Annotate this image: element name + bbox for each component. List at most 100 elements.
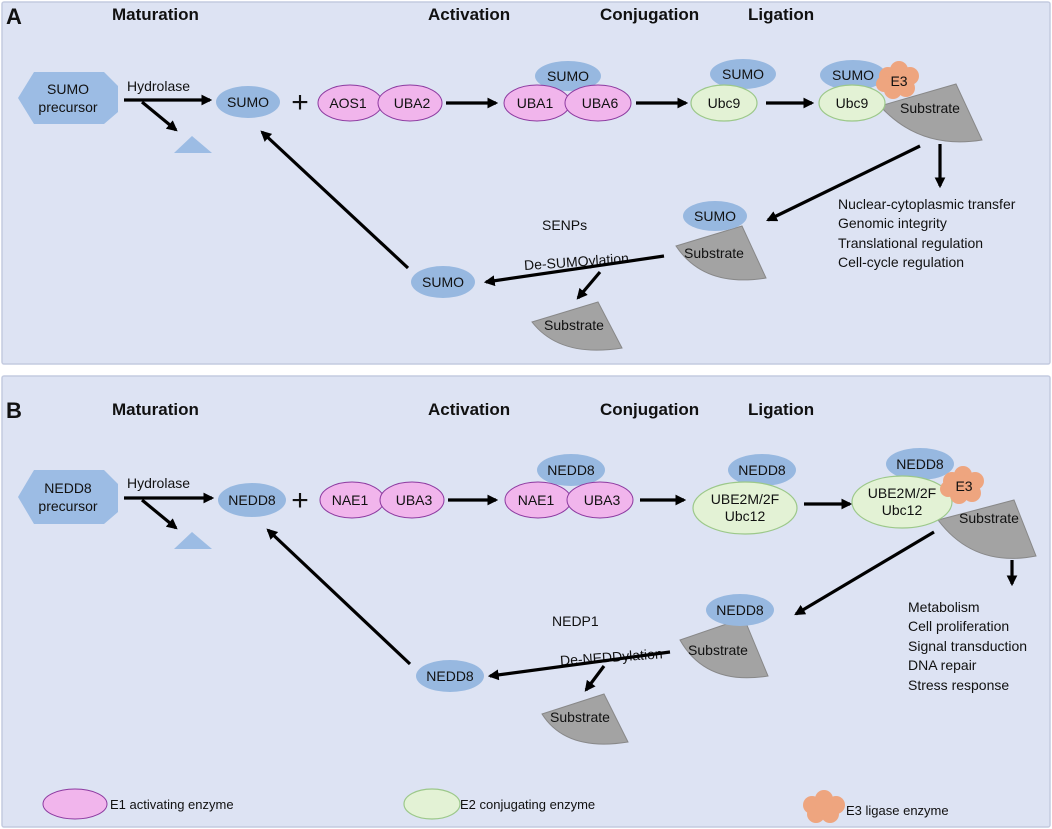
e1-uba3-conj — [566, 481, 634, 519]
arrow-recycle-a — [260, 130, 410, 270]
panel-b-letter: B — [6, 398, 22, 423]
legend: E1 activating enzyme E2 conjugating enzy… — [42, 788, 949, 823]
arrow-desumoylation — [483, 254, 665, 287]
substrate-ligation-b-label: Substrate — [959, 510, 1019, 526]
nedd8-precursor-shape — [18, 470, 118, 524]
arrow-to-modified-substrate-a — [766, 144, 921, 222]
mod-substrate-nedd8-label: NEDD8 — [716, 602, 764, 618]
mod-substrate-sumo — [683, 201, 747, 231]
e1-uba6-label: UBA6 — [582, 95, 619, 111]
legend-e3-label: E3 ligase enzyme — [846, 803, 949, 818]
released-sumo — [411, 266, 475, 298]
nedd8-mature — [218, 483, 286, 517]
e2-ubc9-ligation-label: Ubc9 — [836, 95, 869, 111]
panel-a-letter: A — [6, 4, 22, 29]
sumo-mature — [216, 86, 280, 118]
e2-ube2m-label-line2: Ubc12 — [725, 508, 766, 524]
stage-activation-a: Activation — [428, 5, 510, 24]
panel-a: A Maturation Activation Conjugation Liga… — [1, 1, 1051, 365]
e2-ube2m-ligation-label-line2: Ubc12 — [882, 502, 923, 518]
outcome-b-5: Stress response — [908, 677, 1009, 693]
e2-sumo — [710, 59, 776, 89]
substrate-ligation-a-label: Substrate — [900, 100, 960, 116]
sumo-precursor-shape — [18, 72, 118, 124]
e1-nae1-label: NAE1 — [332, 492, 369, 508]
arrow-release-substrate-b — [584, 665, 606, 692]
plus-sign-a: + — [291, 86, 309, 119]
e2-ube2m-label-line1: UBE2M/2F — [711, 491, 779, 507]
released-nedd8-label: NEDD8 — [426, 668, 474, 684]
stage-conjugation-b: Conjugation — [600, 400, 699, 419]
e1-uba1-label: UBA1 — [517, 95, 554, 111]
released-nedd8 — [416, 660, 484, 692]
e1-uba3-conj-label: UBA3 — [584, 492, 621, 508]
modified-substrate-a — [675, 225, 767, 281]
stage-maturation-b: Maturation — [112, 400, 199, 419]
arrow-cleavage-a — [140, 100, 178, 132]
lig-nedd8 — [886, 448, 954, 480]
stage-maturation-a: Maturation — [112, 5, 199, 24]
e2-ube2m — [692, 481, 798, 535]
legend-e2-swatch — [403, 788, 461, 820]
e3-label-a: E3 — [890, 73, 907, 89]
outcome-b-1: Metabolism — [908, 599, 980, 615]
arrow-to-modified-substrate-b — [794, 530, 935, 616]
sumo-precursor-label-line1: SUMO — [47, 81, 89, 97]
e1-uba2-label: UBA2 — [394, 95, 431, 111]
conj-nedd8 — [537, 454, 605, 486]
free-substrate-a — [531, 301, 623, 351]
plus-sign-b: + — [291, 484, 309, 517]
e3-ligase-b — [940, 466, 984, 504]
e1-uba3-label: UBA3 — [396, 492, 433, 508]
nedd8-precursor-label-line1: NEDD8 — [44, 480, 92, 496]
hydrolase-label-b: Hydrolase — [127, 475, 190, 491]
sumo-mature-label: SUMO — [227, 94, 269, 110]
modified-substrate-b — [679, 617, 769, 679]
e2-ube2m-ligation — [851, 475, 953, 529]
legend-e2-label: E2 conjugating enzyme — [460, 797, 595, 812]
arrow-release-substrate-a — [576, 270, 602, 300]
free-substrate-b-label: Substrate — [550, 709, 610, 725]
panel-b-background — [1, 375, 1051, 828]
e1-nae1-conj-label: NAE1 — [518, 492, 555, 508]
conj-sumo-label: SUMO — [547, 68, 589, 84]
free-substrate-b — [541, 693, 629, 745]
arrow-cleavage-b — [140, 498, 178, 530]
outcome-b-2: Cell proliferation — [908, 618, 1009, 634]
lig-nedd8-label: NEDD8 — [896, 456, 944, 472]
de-sumoylation-label: De-SUMOylation — [524, 250, 630, 273]
stage-ligation-a: Ligation — [748, 5, 814, 24]
e2-nedd8 — [728, 454, 796, 486]
substrate-ligation-a — [879, 83, 983, 143]
outcome-a-4: Cell-cycle regulation — [838, 254, 964, 270]
outcome-a-3: Translational regulation — [838, 235, 983, 251]
e1-uba6 — [564, 84, 632, 122]
e2-ubc9 — [690, 84, 758, 122]
released-sumo-label: SUMO — [422, 274, 464, 290]
conj-nedd8-label: NEDD8 — [547, 462, 595, 478]
protease-senps: SENPs — [542, 217, 587, 233]
modified-substrate-b-label: Substrate — [688, 642, 748, 658]
cleaved-fragment-triangle-a — [174, 136, 212, 153]
legend-e3-swatch — [803, 790, 845, 823]
lig-sumo-label: SUMO — [832, 67, 874, 83]
modified-substrate-a-label: Substrate — [684, 245, 744, 261]
e2-sumo-label: SUMO — [722, 66, 764, 82]
outcome-a-1: Nuclear-cytoplasmic transfer — [838, 196, 1016, 212]
hydrolase-label-a: Hydrolase — [127, 78, 190, 94]
e2-ube2m-ligation-label-line1: UBE2M/2F — [868, 485, 936, 501]
outcome-b-3: Signal transduction — [908, 638, 1027, 654]
e3-label-b: E3 — [955, 478, 972, 494]
nedd8-mature-label: NEDD8 — [228, 492, 276, 508]
legend-e1-label: E1 activating enzyme — [110, 797, 234, 812]
conj-sumo — [535, 61, 601, 91]
outcome-a-2: Genomic integrity — [838, 215, 947, 231]
mod-substrate-sumo-label: SUMO — [694, 208, 736, 224]
e2-ubc9-label: Ubc9 — [708, 95, 741, 111]
e3-ligase-a — [876, 61, 919, 99]
cleaved-fragment-triangle-b — [174, 532, 212, 549]
e1-uba3 — [379, 481, 445, 519]
stage-ligation-b: Ligation — [748, 400, 814, 419]
lig-sumo — [820, 60, 886, 90]
